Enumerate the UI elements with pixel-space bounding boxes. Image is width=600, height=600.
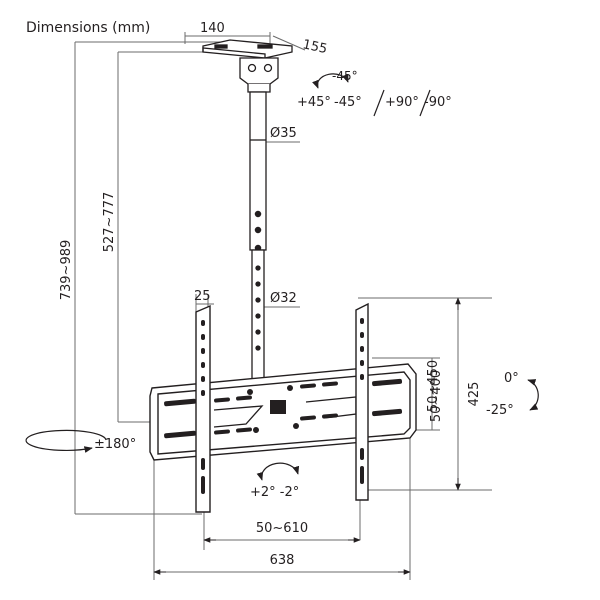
dim-frame-height: 425 — [467, 382, 482, 407]
dimension-arrows — [153, 297, 461, 575]
rot-rotate-pos: +90° — [385, 95, 419, 110]
rot-swivel-neg: -45° — [332, 69, 358, 83]
dim-top-plate-depth: 155 — [301, 37, 328, 57]
dim-frame-width: 638 — [270, 553, 295, 568]
dim-arm-width: 25 — [194, 289, 211, 304]
dim-vesa-vertical: 50~400 — [429, 370, 444, 422]
dim-vesa-vertical-alt: 50~450 — [426, 360, 441, 412]
rotation-arrows — [25, 73, 539, 481]
vesa-arm-right — [355, 302, 369, 501]
rot-tilt-top: 0° — [504, 371, 519, 386]
vesa-arm-left-holes — [201, 320, 205, 494]
dim-vesa-horizontal: 50~610 — [256, 521, 308, 536]
dim-pole-top-diameter: Ø35 — [270, 126, 297, 141]
dim-total-height: 739~989 — [59, 240, 74, 301]
rot-base-rotation: ±180° — [94, 437, 136, 452]
vesa-arm-left — [195, 304, 211, 513]
rot-swivel-pos: +45° — [297, 95, 331, 110]
drawing-title: Dimensions (mm) — [26, 20, 150, 36]
rot-rotate-neg: -90° — [424, 95, 452, 110]
ceiling-plate — [202, 39, 293, 93]
dim-upper-pole-length: 527~777 — [102, 192, 117, 253]
rot-swivel-neg-b: -45° — [334, 95, 362, 110]
rot-tilt-bottom: -25° — [486, 403, 514, 418]
vesa-arm-right-holes — [360, 318, 364, 484]
ceiling-pole — [249, 91, 267, 391]
dim-top-plate-width: 140 — [200, 21, 225, 36]
rot-level-adjust: +2° -2° — [250, 485, 299, 500]
dim-pole-bottom-diameter: Ø32 — [270, 291, 297, 306]
